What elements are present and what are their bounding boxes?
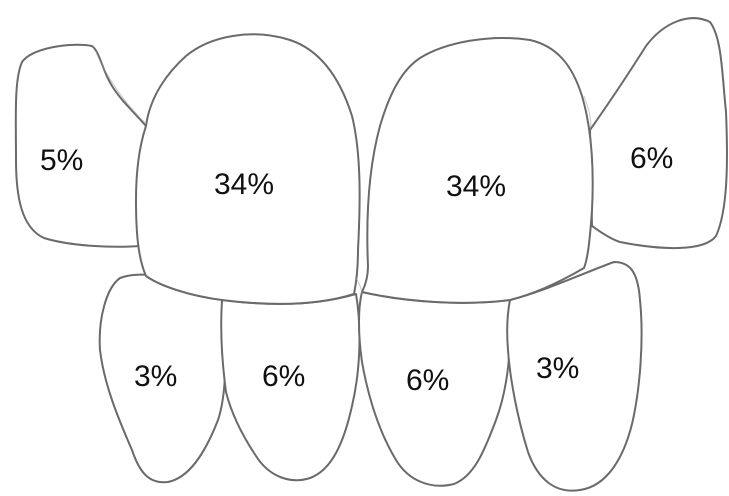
midline-gap [355, 277, 363, 297]
label-lower-right-central: 6% [262, 360, 305, 393]
label-lower-left-central: 6% [406, 364, 449, 397]
overlap-line-left [95, 51, 147, 125]
label-lower-left-lateral: 3% [536, 352, 579, 385]
overlap-line-right [583, 95, 592, 131]
label-upper-right-lateral: 5% [40, 144, 83, 177]
tooth-upper-left-central [361, 37, 594, 304]
label-upper-left-lateral: 6% [630, 142, 673, 175]
label-upper-left-central: 34% [446, 170, 506, 203]
label-lower-right-lateral: 3% [134, 360, 177, 393]
tooth-lower-left-lateral [506, 261, 643, 492]
tooth-upper-right-central [135, 33, 361, 305]
tooth-upper-left-lateral [589, 17, 728, 250]
label-upper-right-central: 34% [214, 168, 274, 201]
tooth-upper-right-lateral [14, 43, 147, 248]
